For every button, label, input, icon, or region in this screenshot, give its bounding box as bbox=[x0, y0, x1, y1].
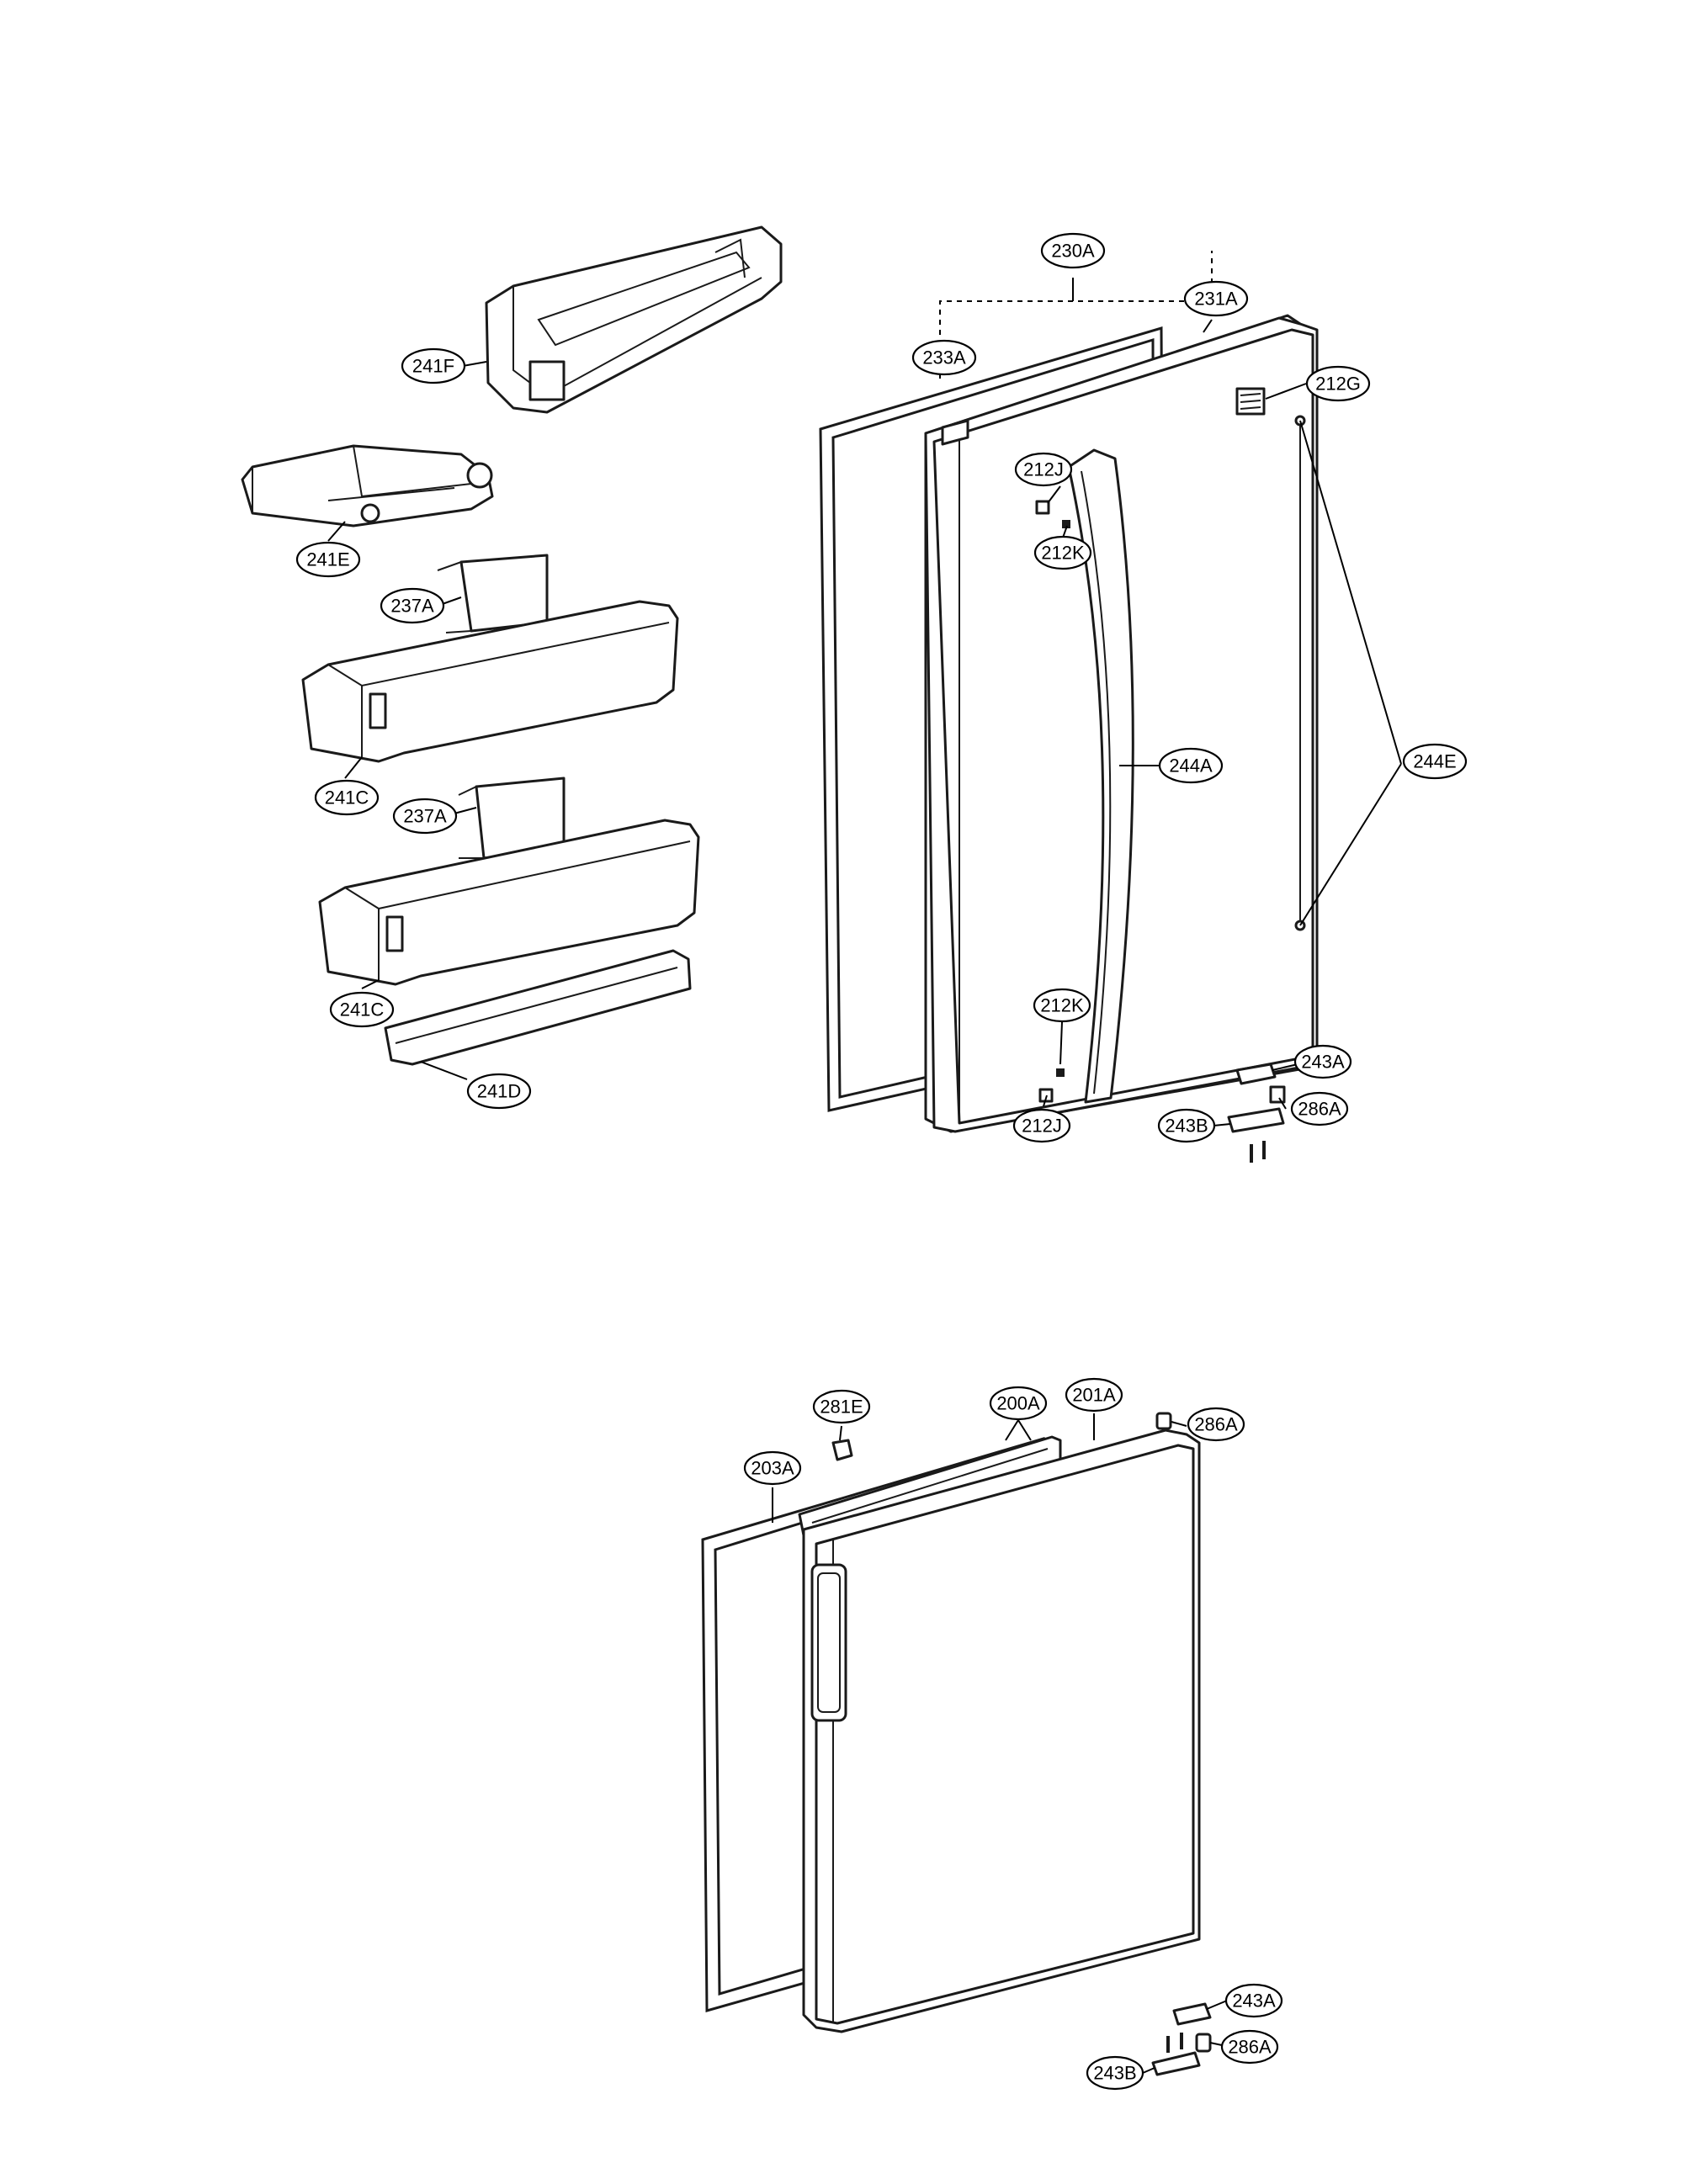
hinge-243A-lower bbox=[1172, 2002, 1212, 2026]
callout-label: 243B bbox=[1165, 1116, 1208, 1137]
callout-201A[interactable]: 201A bbox=[1065, 1377, 1123, 1413]
bin-divider-237A-upper bbox=[437, 554, 549, 633]
callout-237A-1[interactable]: 237A bbox=[380, 587, 445, 624]
callout-label: 212J bbox=[1023, 459, 1064, 480]
leader-212K-bot bbox=[1059, 1021, 1063, 1065]
hinge-bracket-243B-upper bbox=[1227, 1107, 1285, 1163]
callout-241C-2[interactable]: 241C bbox=[329, 991, 395, 1028]
leader-241D bbox=[420, 1061, 468, 1080]
callout-241D[interactable]: 241D bbox=[466, 1073, 532, 1110]
callout-label: 286A bbox=[1194, 1414, 1238, 1435]
leader-212J-bot bbox=[1043, 1095, 1048, 1107]
leader-244E bbox=[1299, 420, 1402, 926]
callout-label: 286A bbox=[1298, 1099, 1341, 1120]
leader-241C-2 bbox=[361, 979, 380, 989]
freezer-door-201A bbox=[802, 1429, 1201, 2033]
callout-286A-top[interactable]: 286A bbox=[1290, 1091, 1349, 1126]
door-rail-241D bbox=[384, 949, 692, 1066]
callout-label: 241E bbox=[306, 549, 349, 570]
callout-243A-bot[interactable]: 243A bbox=[1224, 1983, 1283, 2018]
callout-237A-2[interactable]: 237A bbox=[392, 798, 458, 835]
callout-286A-bot2[interactable]: 286A bbox=[1220, 2029, 1279, 2065]
callout-label: 237A bbox=[403, 806, 447, 827]
callout-243B-bot[interactable]: 243B bbox=[1086, 2055, 1144, 2091]
leader-241C-1 bbox=[344, 756, 363, 779]
callout-label: 244E bbox=[1413, 751, 1456, 772]
callout-212K-bot[interactable]: 212K bbox=[1033, 988, 1091, 1023]
callout-241E[interactable]: 241E bbox=[295, 541, 361, 578]
bushing-286A-lower bbox=[1195, 2033, 1212, 2053]
callout-244E[interactable]: 244E bbox=[1402, 743, 1468, 780]
callout-label: 212K bbox=[1041, 543, 1085, 564]
hinge-243A-upper bbox=[1235, 1063, 1277, 1085]
small-shelf-241E bbox=[241, 444, 494, 527]
plug-281E bbox=[831, 1439, 853, 1461]
callout-label: 212K bbox=[1040, 995, 1084, 1016]
callout-label: 237A bbox=[390, 596, 434, 617]
callout-label: 244A bbox=[1169, 755, 1213, 777]
leader-241F bbox=[462, 361, 487, 367]
callout-label: 241F bbox=[412, 356, 454, 377]
callout-label: 233A bbox=[922, 347, 966, 368]
bushing-286A-lower-top bbox=[1155, 1412, 1172, 1430]
callout-label: 286A bbox=[1228, 2037, 1272, 2058]
callout-label: 231A bbox=[1194, 289, 1238, 310]
leader-231A bbox=[1203, 319, 1213, 333]
callout-label: 212J bbox=[1022, 1116, 1062, 1137]
bushing-286A-upper bbox=[1269, 1085, 1286, 1104]
callout-200A[interactable]: 200A bbox=[989, 1386, 1048, 1421]
door-bin-241C-upper bbox=[301, 600, 679, 763]
callout-label: 230A bbox=[1051, 241, 1095, 262]
callout-label: 241C bbox=[340, 999, 385, 1020]
callout-203A[interactable]: 203A bbox=[743, 1450, 802, 1486]
callout-label: 281E bbox=[820, 1397, 863, 1418]
door-bin-241C-lower bbox=[318, 819, 700, 986]
callout-241F[interactable]: 241F bbox=[401, 347, 466, 384]
rod-244E bbox=[1294, 415, 1306, 931]
callout-label: 243A bbox=[1232, 1991, 1276, 2012]
callout-231A[interactable]: 231A bbox=[1183, 280, 1249, 317]
callout-281E[interactable]: 281E bbox=[812, 1389, 871, 1424]
leader-286A-bot2 bbox=[1209, 2042, 1223, 2046]
callout-label: 201A bbox=[1072, 1385, 1116, 1406]
callout-286A-bot1[interactable]: 286A bbox=[1187, 1407, 1245, 1442]
callout-label: 243A bbox=[1301, 1052, 1345, 1073]
callout-212J-top[interactable]: 212J bbox=[1014, 452, 1073, 487]
leader-286A-top bbox=[1278, 1097, 1287, 1110]
leader-243B-bot bbox=[1142, 2067, 1155, 2074]
leader-243B-top bbox=[1213, 1123, 1231, 1126]
leader-281E bbox=[839, 1425, 842, 1441]
callout-label: 200A bbox=[996, 1393, 1040, 1414]
callout-243B-top[interactable]: 243B bbox=[1157, 1108, 1216, 1143]
leader-212J-top bbox=[1047, 485, 1061, 504]
callout-label: 243B bbox=[1093, 2063, 1136, 2084]
callout-label: 212G bbox=[1315, 374, 1361, 395]
callout-230A[interactable]: 230A bbox=[1040, 232, 1106, 269]
callout-label: 241C bbox=[325, 787, 369, 808]
callout-241C-1[interactable]: 241C bbox=[314, 779, 380, 816]
leader-286A-bot1 bbox=[1171, 1421, 1187, 1427]
leader-200A bbox=[1005, 1419, 1032, 1441]
callout-212J-bot[interactable]: 212J bbox=[1012, 1108, 1071, 1143]
callout-label: 241D bbox=[477, 1081, 522, 1102]
leader-241E bbox=[327, 521, 346, 542]
door-bin-241F bbox=[485, 225, 783, 414]
hinge-bracket-243B-lower bbox=[1151, 2033, 1201, 2076]
callout-212K-top[interactable]: 212K bbox=[1033, 535, 1092, 570]
leader-212G bbox=[1265, 383, 1307, 400]
callout-233A[interactable]: 233A bbox=[911, 339, 977, 376]
callout-212G[interactable]: 212G bbox=[1305, 365, 1371, 402]
callout-244A[interactable]: 244A bbox=[1158, 747, 1224, 784]
fresh-food-door-231A bbox=[924, 316, 1319, 1133]
callout-243A-top[interactable]: 243A bbox=[1293, 1044, 1352, 1079]
callout-label: 203A bbox=[751, 1458, 794, 1479]
leader-243A-bot bbox=[1206, 2000, 1228, 2010]
